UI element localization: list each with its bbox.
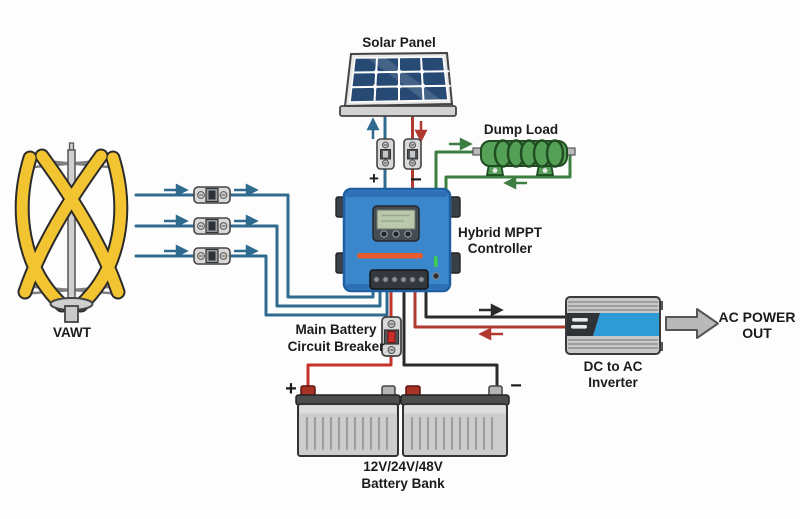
dump-load-wires <box>434 150 572 191</box>
solar-panel-sheen <box>368 58 441 100</box>
flow-arrow-down-icon <box>414 121 428 143</box>
controller-label-line1: Hybrid MPPT <box>458 225 543 240</box>
flow-arrow-icon <box>478 327 503 341</box>
controller-buttons <box>380 230 412 238</box>
controller-top-edge <box>346 191 448 197</box>
inline-fuse-icon <box>193 186 231 204</box>
solar-panel-label: Solar Panel <box>362 35 436 50</box>
vawt-label: VAWT <box>53 325 92 340</box>
flow-arrow-icon <box>234 244 259 258</box>
flow-arrow-icon <box>449 137 473 151</box>
breaker-icon <box>403 138 422 170</box>
turbine-blades <box>14 148 129 313</box>
battery-left <box>295 385 401 457</box>
inverter-vent-slot <box>571 325 587 329</box>
wind-wire-1 <box>134 193 375 299</box>
controller-label-line2: Controller <box>468 241 533 256</box>
main-battery-circuit-breaker: Main Battery Circuit Breaker <box>288 316 402 357</box>
battery-top-band <box>299 405 397 414</box>
inverter-label-line2: Inverter <box>588 375 638 390</box>
wind-wire-arrows <box>164 183 259 258</box>
controller-orange-stripe <box>357 253 423 259</box>
inverter-dc-wire-red <box>413 287 568 329</box>
flow-arrow-icon <box>479 303 504 317</box>
breaker-red-toggle <box>387 331 396 343</box>
breaker-icon <box>376 138 395 170</box>
dc-wires <box>306 287 568 390</box>
flow-arrow-icon <box>164 244 189 258</box>
solar-panel: Solar Panel <box>339 35 457 117</box>
battery-bank-label-line1: 12V/24V/48V <box>363 459 443 474</box>
controller-lcd-screen <box>376 209 416 230</box>
solar-arrows <box>366 117 428 143</box>
controller-terminal-strip <box>369 269 429 290</box>
solar-negative-sign: − <box>410 169 422 191</box>
flow-arrow-icon <box>503 176 527 190</box>
dump-load-arrows <box>449 137 527 190</box>
flow-arrow-up-icon <box>366 117 380 139</box>
main-breaker-label-line2: Circuit Breaker <box>288 339 386 354</box>
flow-arrow-icon <box>234 214 259 228</box>
inline-fuse-icon <box>193 247 231 265</box>
ac-power-label-line2: OUT <box>742 325 772 341</box>
inverter-ribs-top <box>568 301 658 311</box>
inverter-vent-slot <box>572 318 588 322</box>
battery-bank: + − 12V/24V/48V Battery Bank <box>285 375 522 491</box>
solar-breakers <box>376 138 422 170</box>
battery-negative-wire <box>402 287 499 390</box>
inverter-blue-band <box>593 313 659 336</box>
ac-power-out-arrow-icon <box>665 308 719 339</box>
dump-load-label: Dump Load <box>484 122 558 137</box>
battery-top-band <box>404 405 506 414</box>
dump-load-coil <box>493 139 565 168</box>
turbine-mast <box>67 149 76 304</box>
battery-negative-sign: − <box>510 375 522 397</box>
hybrid-mppt-controller: Hybrid MPPT Controller <box>335 187 543 293</box>
inverter-wire-arrows <box>478 303 504 341</box>
dc-to-ac-inverter: DC to AC Inverter <box>565 296 663 390</box>
dump-load-out-wire <box>434 150 480 191</box>
main-breaker-label-line1: Main Battery <box>295 322 377 337</box>
flow-arrow-icon <box>234 183 259 197</box>
inverter-dc-wire-black <box>424 287 568 319</box>
terminal-screws <box>373 276 425 283</box>
controller-small-button <box>432 272 440 280</box>
battery-ribs <box>305 416 389 451</box>
inverter-ribs-bottom <box>568 339 658 349</box>
solar-panel-base <box>339 105 457 117</box>
battery-right <box>400 385 510 457</box>
flow-arrow-icon <box>164 183 189 197</box>
dump-load: Dump Load <box>472 122 576 176</box>
solar-positive-sign: + <box>369 169 379 188</box>
inline-fuse-icon <box>193 217 231 235</box>
battery-ribs <box>410 416 494 451</box>
turbine-pedestal <box>64 305 79 323</box>
battery-positive-sign: + <box>285 378 297 400</box>
inverter-label-line1: DC to AC <box>584 359 643 374</box>
controller-led-icon <box>434 256 438 267</box>
dump-load-return-wire <box>444 150 572 191</box>
flow-arrow-icon <box>164 214 189 228</box>
vawt-turbine: VAWT <box>14 142 129 340</box>
dump-load-foot-hole <box>492 168 498 173</box>
dump-load-foot-hole <box>542 168 548 173</box>
ac-power-label-line1: AC POWER <box>719 309 796 325</box>
battery-bank-label-line2: Battery Bank <box>361 476 445 491</box>
wind-fuses <box>193 186 231 265</box>
